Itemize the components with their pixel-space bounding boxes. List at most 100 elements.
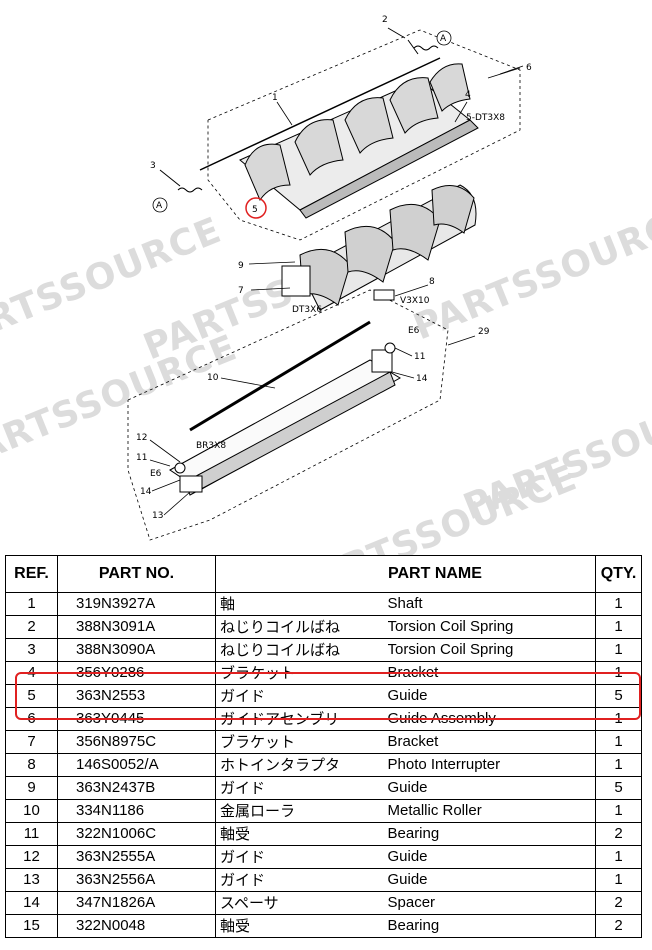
callout-29: 29 [478,327,490,337]
qty-cell: 1 [595,730,643,754]
part-name-en-cell: Guide [387,868,597,892]
ref-cell: 13 [5,868,58,892]
reference-marker-a-left: A [152,197,168,213]
ref-cell: 11 [5,822,58,846]
callout-14-right: 14 [416,374,428,384]
part-name-en-cell: Bracket [387,661,597,685]
part-no-cell: 363Y0445 [57,707,216,731]
callout-5: 5 [252,205,258,215]
header-part-name: PART NAME [214,555,597,593]
ref-cell: 10 [5,799,58,823]
qty-cell: 1 [595,707,643,731]
part-no-cell: 319N3927A [57,592,216,616]
spring-part-2 [387,27,439,55]
qty-cell: 1 [595,868,643,892]
part-name-en-cell: Torsion Coil Spring [387,615,597,639]
header-qty: QTY. [595,555,643,593]
ref-cell: 15 [5,914,58,938]
part-name-en-cell: Guide Assembly [387,707,597,731]
part-no-cell: 146S0052/A [57,753,216,777]
ref-cell: 1 [5,592,58,616]
callout-10: 10 [207,373,219,383]
part-name-en-cell: Photo Interrupter [387,753,597,777]
callout-2: 2 [382,15,388,25]
part-name-en-cell: Metallic Roller [387,799,597,823]
callout-9: 9 [238,261,244,271]
part-name-jp-cell: スペーサ [215,891,388,915]
ref-cell: 5 [5,684,58,708]
callout-1: 1 [272,93,278,103]
part-name-en-cell: Bearing [387,822,597,846]
part-no-cell: 363N2553 [57,684,216,708]
part-name-jp-cell: ガイドアセンブリ [215,707,388,731]
assembly-outline-29 [127,289,476,541]
part-name-jp-cell: 軸受 [215,914,388,938]
qty-cell: 1 [595,615,643,639]
part-name-jp-cell: ガイド [215,868,388,892]
ref-cell: 7 [5,730,58,754]
callout-4: 4 [465,90,471,100]
ref-cell: 4 [5,661,58,685]
qty-cell: 1 [595,592,643,616]
part-no-cell: 363N2556A [57,868,216,892]
part-name-en-cell: Bearing [387,914,597,938]
callout-14-left: 14 [140,487,152,497]
part-name-jp-cell: 軸 [215,592,388,616]
part-no-cell: 347N1826A [57,891,216,915]
part-name-jp-cell: 金属ローラ [215,799,388,823]
qty-cell: 5 [595,776,643,800]
part-no-cell: 356N8975C [57,730,216,754]
part-name-jp-cell: ガイド [215,776,388,800]
part-name-jp-cell: ガイド [215,845,388,869]
part-name-en-cell: Guide [387,684,597,708]
ref-cell: 2 [5,615,58,639]
ref-a-text: A [440,34,447,44]
callout-8: 8 [429,277,435,287]
ref-cell: 8 [5,753,58,777]
ref-cell: 14 [5,891,58,915]
part-name-en-cell: Guide [387,845,597,869]
reference-marker-a-top: A [436,30,452,46]
part-name-en-cell: Shaft [387,592,597,616]
part-name-jp-cell: ホトインタラプタ [215,753,388,777]
part-name-en-cell: Bracket [387,730,597,754]
table-header-row: REF. PART NO. PART NAME QTY. [5,555,643,593]
part-no-cell: 388N3091A [57,615,216,639]
part-no-cell: 363N2555A [57,845,216,869]
watermark-text: PARTSSOURCE [288,457,583,555]
ref-cell: 9 [5,776,58,800]
label-e6-lower: E6 [150,469,162,479]
callout-11-right: 11 [414,352,425,362]
part-name-jp-cell: ブラケット [215,661,388,685]
label-br3x8: BR3X8 [196,441,226,451]
header-ref: REF. [5,555,58,593]
qty-cell: 2 [595,822,643,846]
callout-13: 13 [152,511,163,521]
header-part-no: PART NO. [57,555,216,593]
upper-guide-assembly [199,57,479,219]
part-no-cell: 363N2437B [57,776,216,800]
qty-cell: 2 [595,914,643,938]
label-5-dt3x8: 5-DT3X8 [466,113,505,123]
ref-cell: 12 [5,845,58,869]
leader-lines [149,65,524,516]
qty-cell: 5 [595,684,643,708]
callout-11-left: 11 [136,453,147,463]
qty-cell: 1 [595,845,643,869]
part-no-cell: 322N0048 [57,914,216,938]
guide-drum [281,184,477,311]
